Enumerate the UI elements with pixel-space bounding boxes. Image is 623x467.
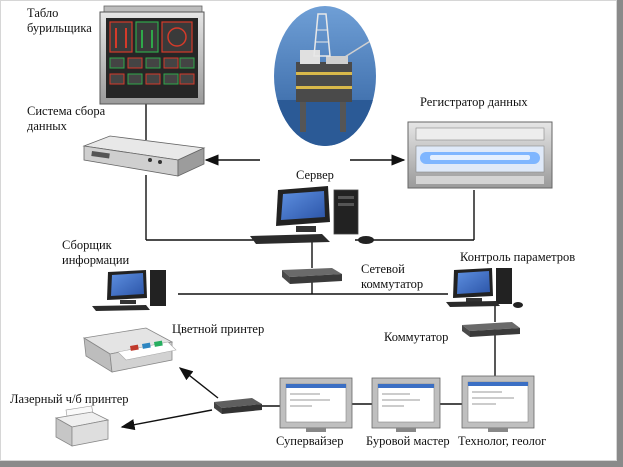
network-switch-label: Сетевой коммутатор [361,262,424,291]
server-workstation [250,186,374,244]
info-collector-label: Сборщик информации [62,238,130,267]
arrow-to-laser-printer [120,409,213,431]
data-acquisition-label: Система сбора данных [27,104,106,133]
switch-device [462,322,520,337]
connection-lines [145,104,496,407]
server-label: Сервер [296,168,334,182]
image-frame-edge [0,0,617,461]
arrow-to-color-printer [178,367,219,399]
drilling-master-label: Буровой мастер [366,434,450,448]
data-acquisition-device [82,135,206,177]
network-switch-device [282,268,342,284]
info-collector-workstation [92,270,166,311]
switch-label: Коммутатор [384,330,449,344]
color-printer-device [82,327,177,373]
drilling-master-monitor [371,377,441,432]
parameter-control-workstation [446,268,523,308]
data-recorder-label: Регистратор данных [420,95,528,109]
parameter-control-label: Контроль параметров [460,250,576,264]
oil-rig-photo [274,6,376,146]
technologist-geologist-monitor [461,375,535,432]
arrows [120,154,406,431]
color-printer-label: Цветной принтер [172,322,265,336]
laser-printer-device [54,405,110,447]
data-recorder-device [407,121,553,189]
driller-display-device [99,5,205,105]
supervisor-label: Супервайзер [276,434,344,448]
laser-printer-label: Лазерный ч/б принтер [10,392,129,406]
supervisor-monitor [279,377,353,432]
driller-display-label: Табло бурильщика [27,6,92,35]
technologist-geologist-label: Технолог, геолог [458,434,547,448]
printer-hub-device [214,398,262,414]
